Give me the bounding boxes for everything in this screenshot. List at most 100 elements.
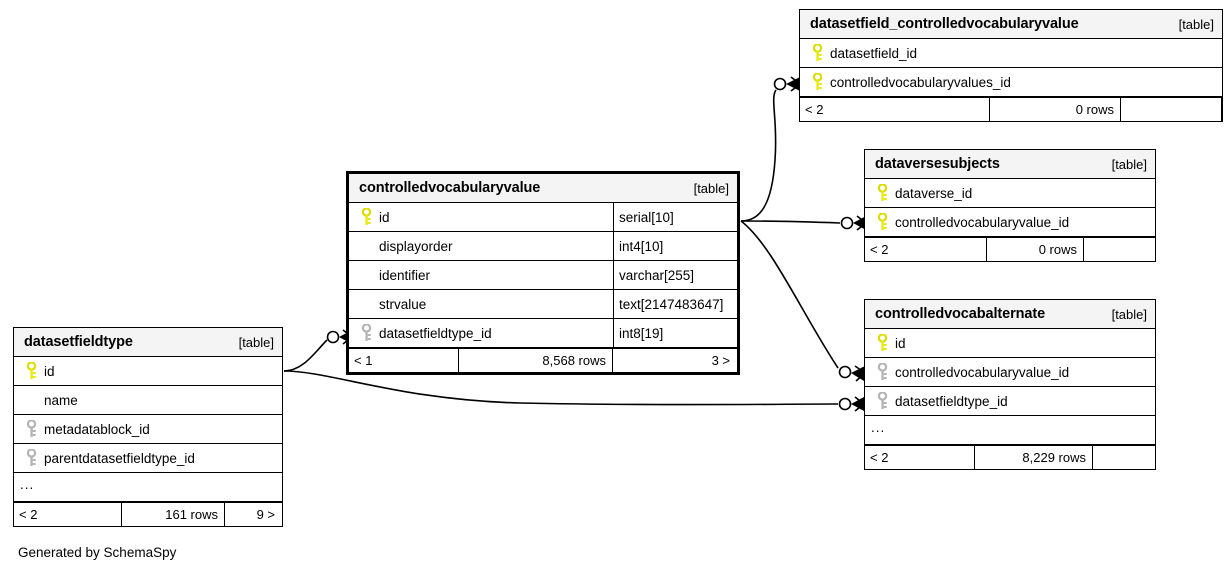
column-type: varchar[255] <box>613 261 737 289</box>
table-header: dataversesubjects [table] <box>865 150 1155 179</box>
table-kind-label: [table] <box>1111 156 1147 172</box>
key-icon-primary <box>22 362 40 380</box>
table-row[interactable]: id <box>14 357 282 386</box>
table-row[interactable]: displayorder int4[10] <box>349 232 737 261</box>
column-cell: datasetfieldtype_id <box>349 319 613 347</box>
footer-child-count <box>1093 446 1155 469</box>
table-title: dataversesubjects <box>875 156 1000 172</box>
footer-child-count: 9 > <box>256 507 275 522</box>
column-name: datasetfieldtype_id <box>379 325 492 341</box>
footer-row-count: 0 rows <box>987 238 1084 261</box>
table-controlledvocabularyvalue[interactable]: controlledvocabularyvalue [table] id ser… <box>346 171 740 375</box>
table-footer: < 2 0 rows <box>800 97 1222 121</box>
table-row[interactable]: controlledvocabularyvalue_id <box>865 358 1155 387</box>
footer-parent-count: < 1 <box>349 349 459 372</box>
table-header: datasetfield_controlledvocabularyvalue [… <box>800 10 1222 39</box>
column-type: text[2147483647] <box>613 290 737 318</box>
table-row[interactable]: parentdatasetfieldtype_id <box>14 444 282 473</box>
table-row[interactable]: metadatablock_id <box>14 415 282 444</box>
table-row[interactable]: id serial[10] <box>349 203 737 232</box>
edge-dft-to-cvv <box>283 339 328 372</box>
table-row[interactable]: datasetfieldtype_id int8[19] <box>349 319 737 348</box>
key-icon-primary <box>357 208 375 226</box>
footer-row-count: 0 rows <box>990 98 1121 121</box>
column-name: id <box>895 335 906 351</box>
column-cell: identifier <box>349 261 613 289</box>
table-controlledvocabalternate[interactable]: controlledvocabalternate [table] id <box>864 299 1156 470</box>
column-cell: id <box>14 357 282 385</box>
table-kind-label: [table] <box>1178 16 1214 32</box>
table-row-more: ... <box>865 416 1155 445</box>
key-icon-foreign <box>357 324 375 342</box>
key-icon-foreign <box>22 420 40 438</box>
table-title: controlledvocabalternate <box>875 306 1046 322</box>
table-row[interactable]: datasetfieldtype_id <box>865 387 1155 416</box>
key-icon-primary <box>873 184 891 202</box>
table-footer: < 2 8,229 rows <box>865 445 1155 469</box>
key-icon-foreign <box>873 392 891 410</box>
table-datasetfieldtype[interactable]: datasetfieldtype [table] id name <box>13 327 283 527</box>
key-icon-primary <box>873 334 891 352</box>
table-footer: < 2 161 rows 9 > <box>14 502 282 526</box>
column-name: id <box>379 209 390 225</box>
column-type: serial[10] <box>613 203 737 231</box>
table-row[interactable]: datasetfield_id <box>800 39 1222 68</box>
column-name: name <box>44 392 78 408</box>
table-row[interactable]: strvalue text[2147483647] <box>349 290 737 319</box>
table-row-more: ... <box>14 473 282 502</box>
table-kind-label: [table] <box>238 334 274 350</box>
table-row[interactable]: identifier varchar[255] <box>349 261 737 290</box>
column-name: controlledvocabularyvalue_id <box>895 214 1070 230</box>
table-row[interactable]: controlledvocabularyvalue_id <box>865 208 1155 237</box>
footer-child-count <box>1121 98 1222 121</box>
column-name: parentdatasetfieldtype_id <box>44 450 195 466</box>
table-row[interactable]: name <box>14 386 282 415</box>
table-datasetfield-controlledvocabularyvalue[interactable]: datasetfield_controlledvocabularyvalue [… <box>799 9 1223 122</box>
footer-parent-count: < 2 <box>800 98 990 121</box>
table-header: controlledvocabularyvalue [table] <box>349 174 737 203</box>
column-cell: metadatablock_id <box>14 415 282 443</box>
footer-row-count: 8,229 rows <box>975 446 1093 469</box>
column-cell: controlledvocabularyvalues_id <box>800 68 1222 96</box>
table-kind-label: [table] <box>693 180 729 196</box>
more-columns-indicator: ... <box>871 419 886 435</box>
column-name: datasetfieldtype_id <box>895 393 1008 409</box>
footer-row-count: 161 rows <box>122 503 225 526</box>
footer-row-count: 8,568 rows <box>459 349 613 372</box>
table-header: datasetfieldtype [table] <box>14 328 282 357</box>
more-columns-indicator: ... <box>20 476 35 492</box>
table-header: controlledvocabalternate [table] <box>865 300 1155 329</box>
key-icon-primary <box>808 73 826 91</box>
table-row[interactable]: controlledvocabularyvalues_id <box>800 68 1222 97</box>
generated-by-credit: Generated by SchemaSpy <box>18 545 177 560</box>
column-cell: datasetfieldtype_id <box>865 387 1155 415</box>
column-type: int8[19] <box>613 319 737 347</box>
edge-cvv-to-datasetfield-cvv <box>740 89 777 222</box>
edge-cvv-to-dataversesubjects <box>740 220 841 224</box>
table-dataversesubjects[interactable]: dataversesubjects [table] dataverse_id <box>864 149 1156 262</box>
column-cell: id <box>349 203 613 231</box>
column-cell: id <box>865 329 1155 357</box>
column-cell: dataverse_id <box>865 179 1155 207</box>
column-name: controlledvocabularyvalues_id <box>830 74 1011 90</box>
key-icon-foreign <box>22 449 40 467</box>
column-cell: name <box>14 386 282 414</box>
column-name: controlledvocabularyvalue_id <box>895 364 1070 380</box>
column-cell: parentdatasetfieldtype_id <box>14 444 282 472</box>
column-cell: strvalue <box>349 290 613 318</box>
edge-dft-to-cva <box>283 370 839 406</box>
column-cell: datasetfield_id <box>800 39 1222 67</box>
table-row[interactable]: id <box>865 329 1155 358</box>
key-icon-foreign <box>873 363 891 381</box>
table-title: datasetfieldtype <box>24 334 133 350</box>
table-title: datasetfield_controlledvocabularyvalue <box>810 16 1079 32</box>
column-type: int4[10] <box>613 232 737 260</box>
footer-child-count: 3 > <box>711 353 730 368</box>
column-cell: controlledvocabularyvalue_id <box>865 208 1155 236</box>
column-name: strvalue <box>379 296 427 312</box>
table-row[interactable]: dataverse_id <box>865 179 1155 208</box>
key-icon-primary <box>873 213 891 231</box>
column-name: metadatablock_id <box>44 421 150 437</box>
column-cell: controlledvocabularyvalue_id <box>865 358 1155 386</box>
